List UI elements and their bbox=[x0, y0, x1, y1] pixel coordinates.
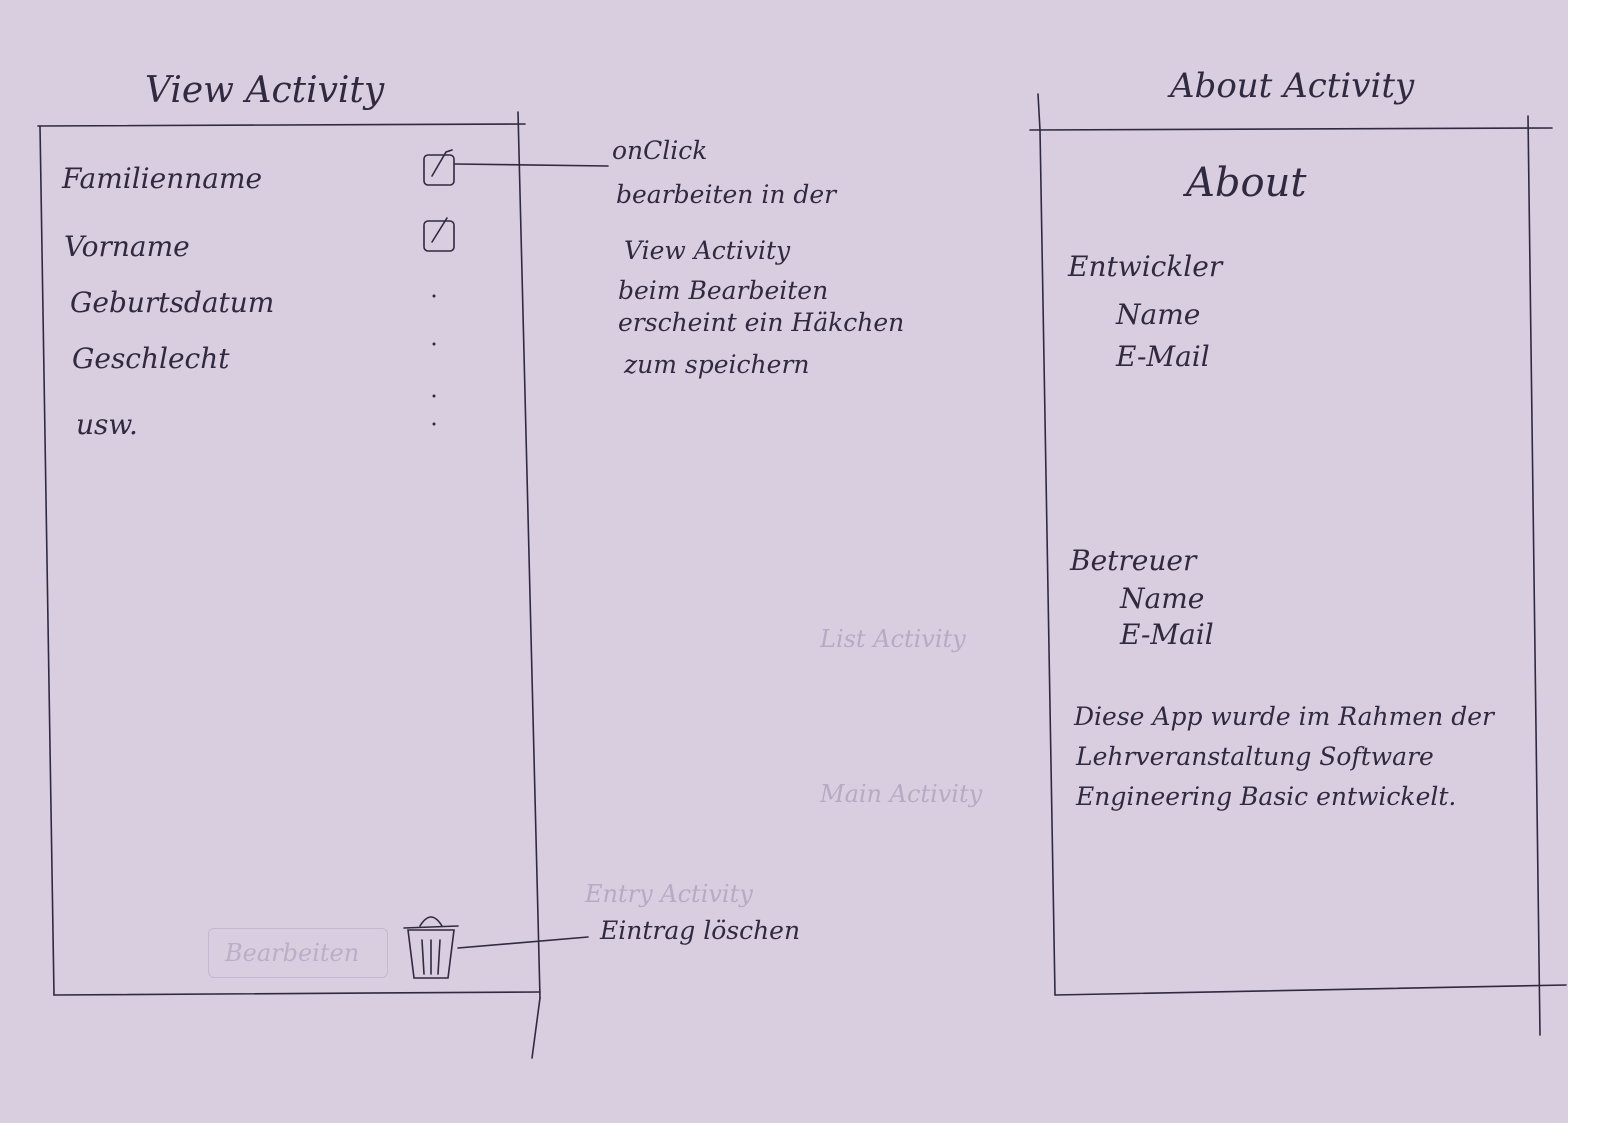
show-through-text: Entry Activity bbox=[585, 880, 753, 908]
field-dot bbox=[432, 294, 436, 298]
trash-can-icon[interactable] bbox=[403, 916, 459, 979]
edit-checkbox-icon[interactable] bbox=[423, 217, 455, 252]
field-dot bbox=[432, 394, 436, 398]
about-heading: About bbox=[1186, 160, 1307, 206]
bearbeiten-button-erased[interactable]: Bearbeiten bbox=[208, 928, 388, 978]
field-dot bbox=[432, 342, 436, 346]
edit-checkbox-icon[interactable] bbox=[423, 149, 455, 186]
show-through-text: Main Activity bbox=[820, 780, 983, 808]
about-description: Lehrveranstaltung Software bbox=[1076, 742, 1434, 771]
about-description: Engineering Basic entwickelt. bbox=[1076, 782, 1457, 811]
annotation-text: erscheint ein Häkchen bbox=[618, 308, 905, 337]
field-label-geschlecht: Geschlecht bbox=[72, 342, 230, 375]
annotation-text: bearbeiten in der bbox=[616, 180, 837, 209]
field-label-geburtsdatum: Geburtsdatum bbox=[70, 286, 275, 319]
annotation-text: beim Bearbeiten bbox=[618, 276, 829, 305]
annotation-text: zum speichern bbox=[624, 350, 810, 379]
show-through-text: List Activity bbox=[820, 625, 966, 653]
developer-name: Name bbox=[1116, 298, 1201, 331]
field-dot bbox=[432, 422, 436, 426]
paper-bottom-edge bbox=[0, 1123, 1600, 1131]
annotation-onclick: onClick bbox=[612, 136, 708, 165]
field-label-familienname: Familienname bbox=[62, 162, 263, 195]
supervisor-name: Name bbox=[1120, 582, 1205, 615]
developer-label: Entwickler bbox=[1068, 250, 1223, 283]
supervisor-label: Betreuer bbox=[1070, 544, 1197, 577]
annotation-line-edit bbox=[454, 163, 609, 167]
about-description: Diese App wurde im Rahmen der bbox=[1074, 702, 1494, 731]
field-label-vorname: Vorname bbox=[64, 230, 190, 263]
annotation-text: View Activity bbox=[624, 236, 791, 265]
paper-edge bbox=[1568, 0, 1600, 1131]
annotation-delete: Eintrag löschen bbox=[600, 916, 801, 945]
annotation-line-delete bbox=[457, 936, 589, 949]
field-label-usw: usw. bbox=[76, 408, 138, 441]
about-activity-title: About Activity bbox=[1170, 66, 1415, 106]
view-activity-title: View Activity bbox=[145, 70, 385, 111]
developer-email: E-Mail bbox=[1116, 340, 1210, 373]
supervisor-email: E-Mail bbox=[1120, 618, 1214, 651]
view-activity-phone-frame bbox=[37, 111, 541, 1059]
about-activity-phone-frame bbox=[1029, 93, 1567, 1036]
